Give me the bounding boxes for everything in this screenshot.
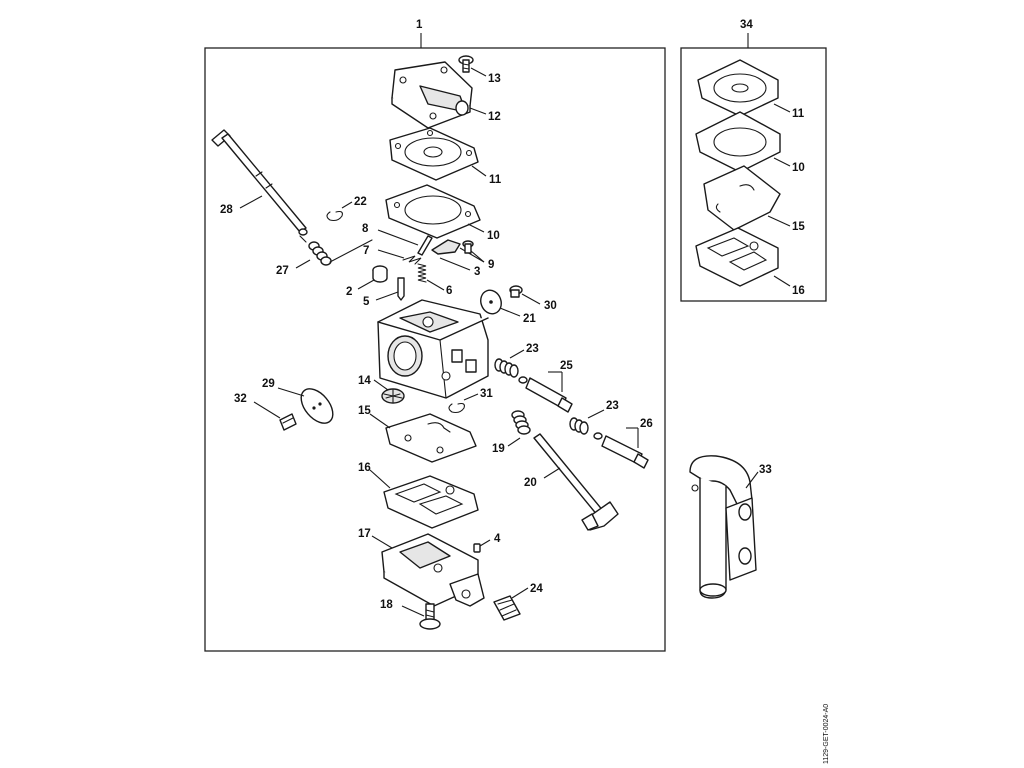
kit-part-15-metering-diaphragm[interactable] xyxy=(703,165,781,231)
part-33-manifold[interactable] xyxy=(689,455,757,599)
callout-5[interactable]: 5 xyxy=(363,296,370,308)
callout-15[interactable]: 15 xyxy=(358,405,371,417)
part-14-fuel-screen[interactable] xyxy=(381,388,405,404)
part-5-inlet-needle[interactable] xyxy=(397,277,405,301)
callout-24[interactable]: 24 xyxy=(530,583,543,595)
part-3-screw[interactable] xyxy=(462,240,474,254)
part-12-cover[interactable] xyxy=(391,61,473,129)
part-23-spring-upper[interactable] xyxy=(494,358,519,378)
part-17-metering-cover[interactable] xyxy=(381,533,485,607)
callout-33[interactable]: 33 xyxy=(759,464,772,476)
part-21-disc[interactable] xyxy=(477,287,504,316)
document-id: 1129-GET-0024-A0 xyxy=(823,704,830,764)
callout-10[interactable]: 10 xyxy=(487,230,500,242)
callout-22[interactable]: 22 xyxy=(354,196,367,208)
gasket-kit-frame: 34 xyxy=(680,19,827,302)
kit-part-10-gasket[interactable] xyxy=(695,111,781,173)
callout-1[interactable]: 1 xyxy=(416,19,423,31)
callout-4[interactable]: 4 xyxy=(494,533,501,545)
callout-17[interactable]: 17 xyxy=(358,528,371,540)
part-31-clip[interactable] xyxy=(448,402,465,414)
callout-6[interactable]: 6 xyxy=(446,285,452,297)
part-11-diaphragm[interactable] xyxy=(389,127,479,181)
callout-12[interactable]: 12 xyxy=(488,111,501,123)
callout-26[interactable]: 26 xyxy=(640,418,653,430)
callout-21[interactable]: 21 xyxy=(523,313,536,325)
part-9-lever[interactable] xyxy=(431,239,461,255)
callout-19[interactable]: 19 xyxy=(492,443,505,455)
part-2-plug[interactable] xyxy=(372,265,388,283)
callout-13[interactable]: 13 xyxy=(488,73,501,85)
callout-14[interactable]: 14 xyxy=(358,375,371,387)
kit-callout-11[interactable]: 11 xyxy=(792,108,805,120)
part-7-spring[interactable] xyxy=(402,255,422,265)
callout-7[interactable]: 7 xyxy=(363,245,369,257)
part-6-spring[interactable] xyxy=(417,263,427,283)
main-assembly-frame: 1 xyxy=(204,19,666,652)
callout-11[interactable]: 11 xyxy=(489,174,502,186)
callout-27[interactable]: 27 xyxy=(276,265,289,277)
callout-34[interactable]: 34 xyxy=(740,19,753,31)
kit-part-11-diaphragm[interactable] xyxy=(697,59,779,117)
part-23-spring-lower[interactable] xyxy=(569,417,589,435)
callout-9[interactable]: 9 xyxy=(488,259,494,271)
callout-30[interactable]: 30 xyxy=(544,300,557,312)
part-30-screw[interactable] xyxy=(509,285,523,298)
part-29-disc[interactable] xyxy=(295,383,339,429)
callout-29[interactable]: 29 xyxy=(262,378,275,390)
part-4-pin[interactable] xyxy=(473,543,481,553)
part-32-screw[interactable] xyxy=(279,413,297,431)
callout-28[interactable]: 28 xyxy=(220,204,233,216)
callout-25[interactable]: 25 xyxy=(560,360,573,372)
kit-part-16-gasket[interactable] xyxy=(695,227,779,287)
part-18-screw[interactable] xyxy=(419,603,441,630)
part-25-adjusting-screw[interactable] xyxy=(518,376,573,413)
part-24-plug[interactable] xyxy=(493,595,521,621)
part-19-spring[interactable] xyxy=(511,410,531,435)
part-16-gasket[interactable] xyxy=(383,475,479,529)
part-22-clip[interactable] xyxy=(326,210,343,222)
callout-32[interactable]: 32 xyxy=(234,393,247,405)
callout-16[interactable]: 16 xyxy=(358,462,371,474)
callout-23-upper[interactable]: 23 xyxy=(526,343,539,355)
part-26-adjusting-screw[interactable] xyxy=(593,432,649,469)
callout-20[interactable]: 20 xyxy=(524,477,537,489)
part-8-pin[interactable] xyxy=(417,235,433,256)
callout-31[interactable]: 31 xyxy=(480,388,493,400)
kit-callout-10[interactable]: 10 xyxy=(792,162,805,174)
callout-2[interactable]: 2 xyxy=(346,286,352,298)
callout-23-lower[interactable]: 23 xyxy=(606,400,619,412)
kit-callout-15[interactable]: 15 xyxy=(792,221,805,233)
callout-18[interactable]: 18 xyxy=(380,599,393,611)
part-15-metering-diaphragm[interactable] xyxy=(385,413,477,463)
callout-8[interactable]: 8 xyxy=(362,223,369,235)
part-13-screw[interactable] xyxy=(458,55,474,73)
carburetor-body[interactable] xyxy=(377,299,489,399)
part-10-gasket[interactable] xyxy=(385,184,481,239)
part-27-torsion-spring[interactable] xyxy=(299,235,373,266)
part-28-shaft[interactable] xyxy=(211,129,308,236)
kit-callout-16[interactable]: 16 xyxy=(792,285,805,297)
callout-3[interactable]: 3 xyxy=(474,266,480,278)
part-20-choke-shaft[interactable] xyxy=(533,433,619,531)
